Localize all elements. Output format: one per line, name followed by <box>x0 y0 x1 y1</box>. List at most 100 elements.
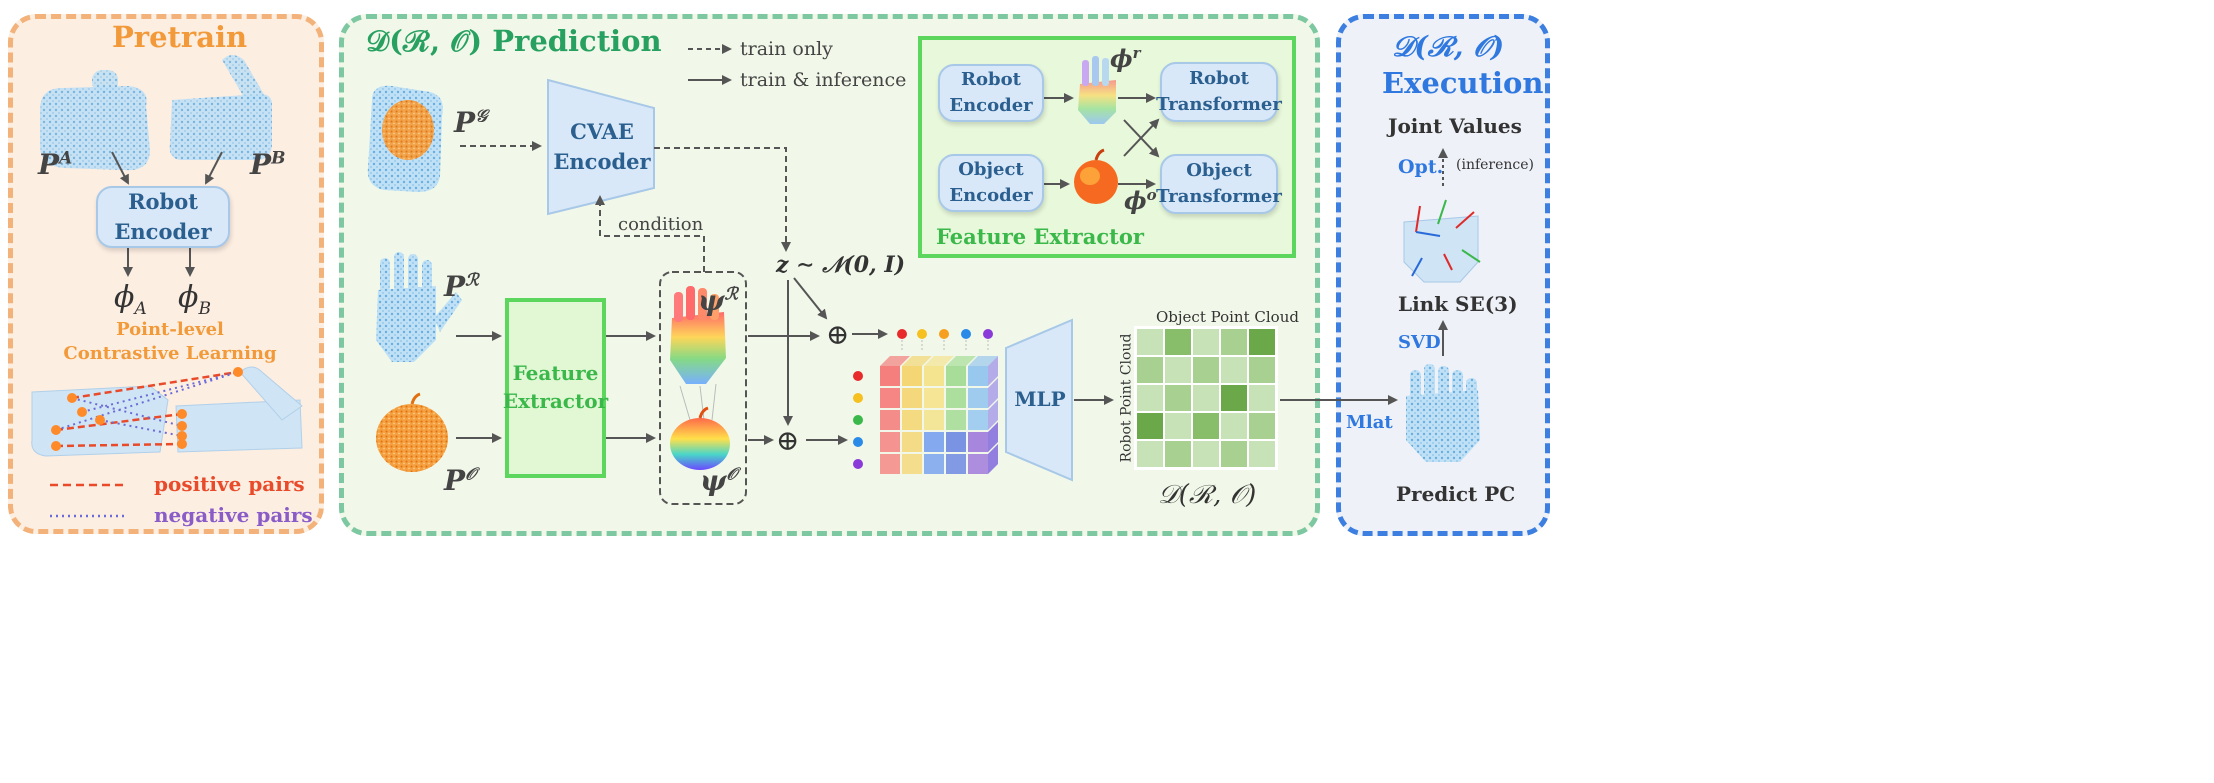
grid-cell <box>902 432 922 452</box>
phi-r-hand-illustration <box>1078 56 1116 124</box>
matrix-cell <box>1137 357 1163 383</box>
pretrain-robot-encoder[interactable]: Robot Encoder <box>96 186 230 248</box>
grid-cell <box>902 410 922 430</box>
grid-cell <box>924 388 944 408</box>
psi-o-feature-apple <box>670 406 730 470</box>
prediction-title: 𝒟(ℛ, 𝒪) Prediction <box>366 24 662 58</box>
phi-o-label: ϕo <box>1124 186 1157 215</box>
grid-side-face <box>988 422 998 452</box>
predict-pc-hand-illustration <box>1406 364 1480 462</box>
grid-side-face <box>988 444 998 474</box>
grid-side-face <box>988 356 998 386</box>
object-point-cloud <box>376 392 448 472</box>
matrix-cell <box>1249 357 1275 383</box>
point-r-label: Pℛ <box>444 270 479 303</box>
matrix-cell <box>1193 385 1219 411</box>
arrow-pa-to-encoder <box>111 151 129 185</box>
opt-label: Opt. <box>1398 156 1444 178</box>
grid-cell <box>880 366 900 386</box>
grid-cell <box>946 454 966 474</box>
cvae-encoder-shape <box>547 78 655 216</box>
matrix-cell <box>1165 357 1191 383</box>
grid-cell <box>924 454 944 474</box>
matrix-cell <box>1193 357 1219 383</box>
matrix-cell <box>1221 385 1247 411</box>
arrow-pb-to-encoder <box>205 151 223 185</box>
mlat-label: Mlat <box>1346 412 1393 433</box>
robot-hand-point-cloud <box>376 252 462 362</box>
mlp-label[interactable]: MLP <box>1014 387 1066 411</box>
psi-r-label: ψℛ <box>698 284 738 317</box>
point-g-label: P𝒢 <box>454 106 488 139</box>
grid-cell <box>924 366 944 386</box>
feature-grid-3d[interactable] <box>880 356 998 474</box>
psi-o-label: ψ𝒪 <box>700 464 738 497</box>
mlp-shape <box>1005 318 1073 482</box>
matrix-cell <box>1165 413 1191 439</box>
distance-matrix[interactable] <box>1134 326 1278 470</box>
matrix-cell <box>1137 413 1163 439</box>
matrix-side-label: Robot Point Cloud <box>1118 333 1135 463</box>
detail-robot-transformer[interactable]: Robot Transformer <box>1156 62 1282 122</box>
grid-cell <box>946 410 966 430</box>
grid-top-face <box>902 356 932 366</box>
plus-top: ⊕ <box>826 318 850 351</box>
matrix-cell <box>1221 329 1247 355</box>
joint-values-label: Joint Values <box>1388 114 1522 138</box>
matrix-cell <box>1165 385 1191 411</box>
grid-cell <box>946 366 966 386</box>
execution-title-line2: Execution <box>1382 66 1544 100</box>
matrix-cell <box>1165 441 1191 467</box>
matrix-cell <box>1193 413 1219 439</box>
plus-bottom: ⊕ <box>776 424 800 457</box>
negative-pairs-label: negative pairs <box>154 503 313 527</box>
matrix-cell <box>1137 329 1163 355</box>
grid-cell <box>880 432 900 452</box>
grid-cell <box>946 388 966 408</box>
condition-label: condition <box>618 214 704 235</box>
matrix-cell <box>1137 385 1163 411</box>
matrix-cell <box>1165 329 1191 355</box>
grid-cell <box>968 388 988 408</box>
matrix-cell <box>1193 441 1219 467</box>
pretrain-title: Pretrain <box>112 20 248 54</box>
matrix-cell <box>1221 413 1247 439</box>
feature-extractor-box <box>505 298 606 478</box>
grid-cell <box>880 454 900 474</box>
arrow-latent-to-plus-top <box>793 277 828 320</box>
hand-b-point-cloud <box>169 55 272 161</box>
grid-row-dots <box>853 371 863 469</box>
phi-o-apple-illustration <box>1074 148 1118 204</box>
grid-cell <box>968 432 988 452</box>
matrix-cell <box>1249 413 1275 439</box>
matrix-cell <box>1249 441 1275 467</box>
matrix-cell <box>1249 385 1275 411</box>
phi-r-label: ϕr <box>1110 44 1141 73</box>
phi-b-label: ϕB <box>178 280 211 319</box>
matrix-cell <box>1193 329 1219 355</box>
grid-cell <box>902 388 922 408</box>
matrix-top-label: Object Point Cloud <box>1156 308 1299 326</box>
matrix-cell <box>1249 329 1275 355</box>
latent-variable-label: z ∼ 𝒩(0, I) <box>776 252 906 278</box>
phi-a-label: ϕA <box>114 280 147 319</box>
grid-top-face <box>946 356 976 366</box>
grid-cell <box>902 366 922 386</box>
contrastive-hands-illustration <box>31 366 303 457</box>
grid-cell <box>902 454 922 474</box>
cvae-encoder-label[interactable]: CVAE Encoder <box>553 119 651 174</box>
link-se3-hand-illustration <box>1403 199 1481 283</box>
grid-cell <box>880 388 900 408</box>
grid-side-face <box>988 400 998 430</box>
grid-top-face <box>924 356 954 366</box>
feature-extractor-label[interactable]: Feature Extractor <box>502 361 609 413</box>
detail-robot-encoder[interactable]: Robot Encoder <box>938 64 1044 122</box>
detail-object-transformer[interactable]: Object Transformer <box>1156 154 1282 214</box>
contrastive-learning-label: Point-level Contrastive Learning <box>63 319 277 364</box>
detail-object-encoder[interactable]: Object Encoder <box>938 154 1044 212</box>
predict-pc-label: Predict PC <box>1396 482 1516 506</box>
grid-side-face <box>988 378 998 408</box>
grid-cell <box>968 366 988 386</box>
arrow-cross-object-to-robot <box>1123 118 1160 157</box>
grid-cell <box>968 454 988 474</box>
